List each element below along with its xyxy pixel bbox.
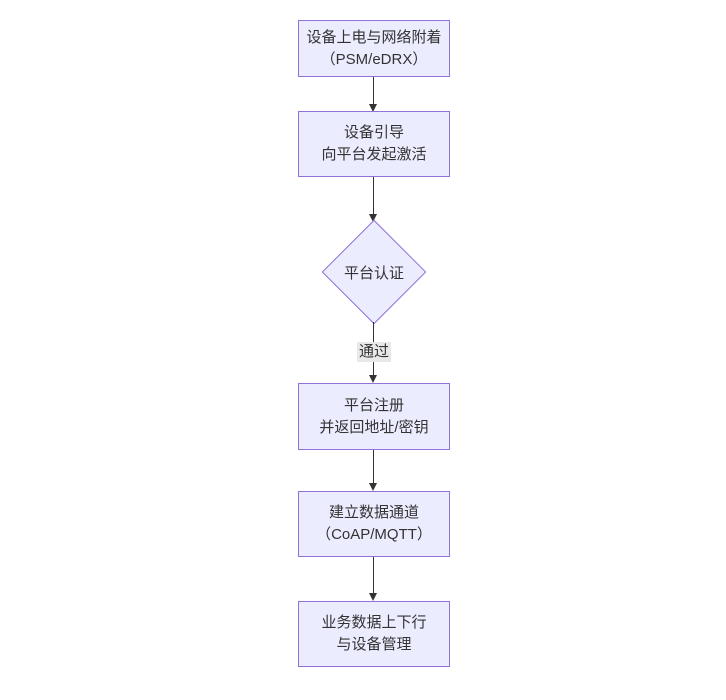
node-auth-decision: 平台认证 bbox=[321, 219, 427, 325]
node-data-channel: 建立数据通道 （CoAP/MQTT） bbox=[298, 491, 450, 557]
node-business: 业务数据上下行 与设备管理 bbox=[298, 601, 450, 667]
arrow-register-to-channel bbox=[369, 450, 377, 491]
arrow-channel-to-business bbox=[369, 557, 377, 601]
node-power-attach-line1: 设备上电与网络附着 bbox=[306, 28, 442, 46]
node-register: 平台注册 并返回地址/密钥 bbox=[298, 383, 450, 450]
edge-label-pass: 通过 bbox=[356, 342, 392, 362]
arrowhead-down-icon bbox=[369, 483, 377, 491]
node-business-line1: 业务数据上下行 bbox=[321, 614, 427, 631]
node-bootstrap: 设备引导 向平台发起激活 bbox=[298, 111, 450, 177]
node-power-attach-line2: （PSM/eDRX） bbox=[320, 50, 428, 68]
node-power-attach: 设备上电与网络附着 （PSM/eDRX） bbox=[298, 20, 450, 77]
node-business-line2: 与设备管理 bbox=[336, 636, 412, 653]
arrow-boot-to-auth bbox=[369, 177, 377, 222]
node-bootstrap-line2: 向平台发起激活 bbox=[321, 146, 427, 163]
arrowhead-down-icon bbox=[369, 214, 377, 222]
arrow-power-to-boot bbox=[369, 77, 377, 112]
node-data-channel-line2: （CoAP/MQTT） bbox=[316, 526, 432, 543]
node-register-line1: 平台注册 bbox=[343, 396, 404, 414]
arrowhead-down-icon bbox=[369, 375, 377, 383]
arrowhead-down-icon bbox=[369, 593, 377, 601]
arrowhead-down-icon bbox=[369, 104, 377, 112]
node-data-channel-line1: 建立数据通道 bbox=[328, 504, 419, 521]
node-bootstrap-line1: 设备引导 bbox=[343, 124, 404, 141]
node-register-line2: 并返回地址/密钥 bbox=[319, 418, 429, 436]
node-auth-label: 平台认证 bbox=[343, 264, 404, 282]
